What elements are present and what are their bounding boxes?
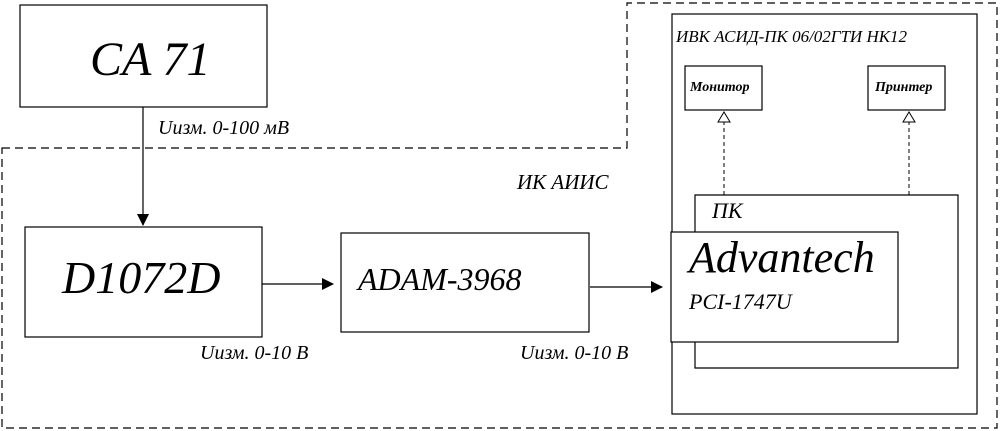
d1072d-label: D1072D [62, 252, 221, 303]
adam-block [340, 232, 590, 333]
printer-block [867, 65, 946, 111]
monitor-label: Монитор [690, 80, 750, 95]
advantech-label: Advantech [689, 233, 875, 282]
adam-label: ADAM-3968 [358, 261, 522, 297]
ivk-region-border [671, 13, 978, 415]
ik-region-label: ИК АИИС [517, 170, 609, 194]
d1072d-block [24, 226, 263, 338]
signal-label-0-100mv: Uизм. 0-100 мВ [158, 117, 290, 139]
signal-label-0-10v-adam: Uизм. 0-10 В [520, 342, 629, 364]
ivk-region-label: ИВК АСИД-ПК 06/02ГТИ НК12 [676, 27, 908, 46]
pk-label: ПК [712, 198, 743, 223]
signal-label-0-10v-d1072d: Uизм. 0-10 В [200, 342, 309, 364]
pk-container-border [694, 194, 959, 369]
pci-label: PCI-1747U [689, 289, 792, 314]
advantech-card-border [670, 231, 899, 343]
monitor-block [684, 65, 763, 111]
printer-label: Принтер [875, 80, 933, 95]
ca71-label: CA 71 [90, 33, 211, 86]
